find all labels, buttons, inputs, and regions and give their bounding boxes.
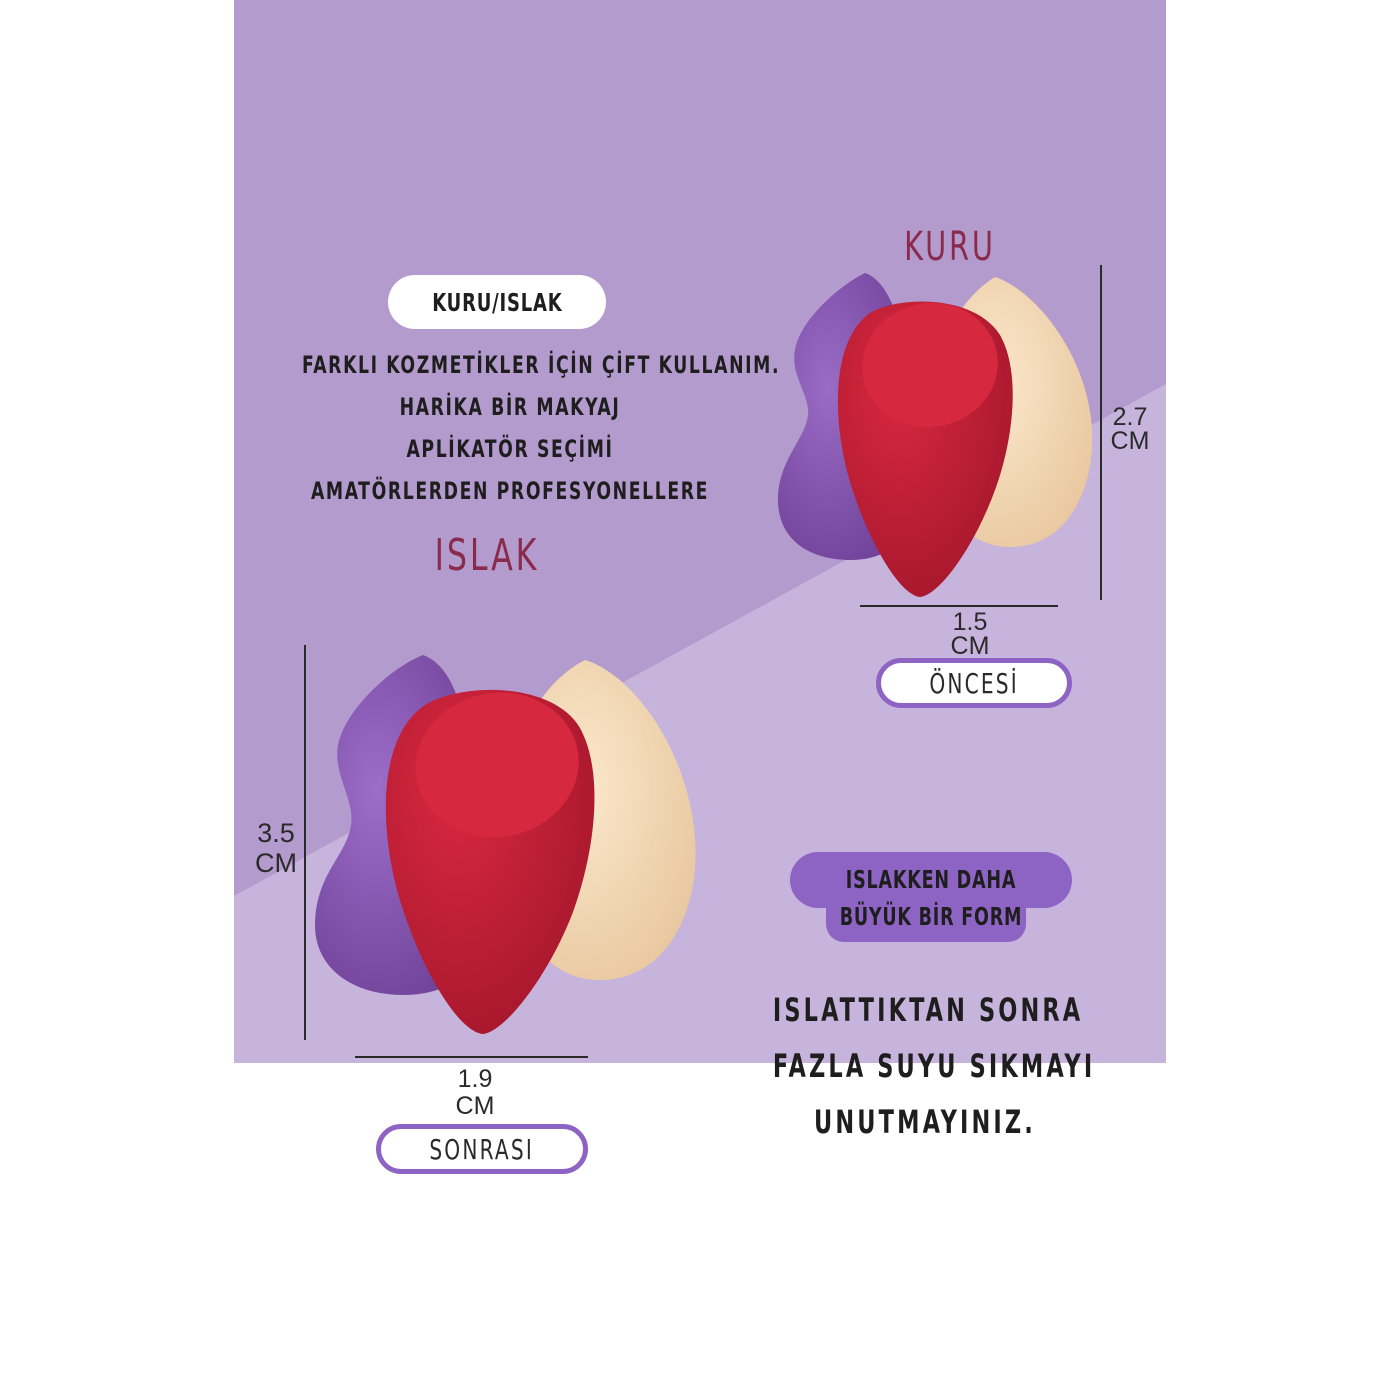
bigger-form-badge-bottom [826,892,1026,942]
red-sponge-cut-face [415,692,579,838]
dry-width-unit: CM [950,632,990,660]
dry-height-number: 2.7 [1112,403,1148,431]
wet-label: ISLAK [434,530,540,581]
wet-width-unit: CM [455,1092,495,1120]
dry-width-value: 1.5 CM [935,608,1005,660]
panel-dark-area [234,0,1166,896]
wet-width-ruler [355,1056,588,1058]
after-badge-label: SONRASI [429,1132,535,1166]
wet-height-ruler [304,645,306,1040]
intro-line-4: AMATÖRLERDEN PROFESYONELLERE [310,477,710,505]
tip-line-3: UNUTMAYINIZ. [814,1103,1036,1141]
wet-width-value: 1.9 CM [440,1066,510,1120]
bigger-form-line-2: BÜYÜK BİR FORM [839,902,1023,931]
dry-height-value: 2.7 CM [1105,403,1155,455]
intro-line-1: FARKLI KOZMETİKLER İÇİN ÇİFT KULLANIM. [302,351,781,379]
dry-wet-badge: KURU/ISLAK [388,275,606,329]
dry-width-number: 1.5 [952,608,988,636]
dry-label: KURU [904,224,996,270]
wet-width-number: 1.9 [457,1065,493,1093]
dry-wet-badge-label: KURU/ISLAK [431,287,563,317]
tip-text: ISLATTIKTAN SONRA FAZLA SUYU SIKMAYI UNU… [730,985,1120,1145]
red-sponge-cut-face [862,302,998,428]
dry-height-ruler [1100,265,1102,600]
dry-sponge-set [778,273,1093,597]
wet-height-unit: CM [255,848,297,878]
tip-line-2: FAZLA SUYU SIKMAYI [772,1047,1096,1085]
intro-line-2: HARİKA BİR MAKYAJ [399,393,621,421]
dry-height-unit: CM [1110,427,1150,455]
wet-height-number: 3.5 [257,818,295,848]
intro-line-3: APLİKATÖR SEÇİMİ [406,435,614,463]
wet-height-value: 3.5 CM [246,818,306,878]
tip-line-1: ISLATTIKTAN SONRA [772,991,1084,1029]
bigger-form-badge: ISLAKKEN DAHA BÜYÜK BİR FORM [790,852,1072,944]
bigger-form-line-1: ISLAKKEN DAHA [845,865,1017,894]
before-badge-label: ÖNCESİ [929,666,1019,700]
before-badge: ÖNCESİ [876,658,1072,708]
wet-sponge-set [315,655,696,1034]
intro-text: FARKLI KOZMETİKLER İÇİN ÇİFT KULLANIM. H… [250,345,781,515]
after-badge: SONRASI [376,1124,588,1174]
dry-width-ruler [860,605,1058,607]
